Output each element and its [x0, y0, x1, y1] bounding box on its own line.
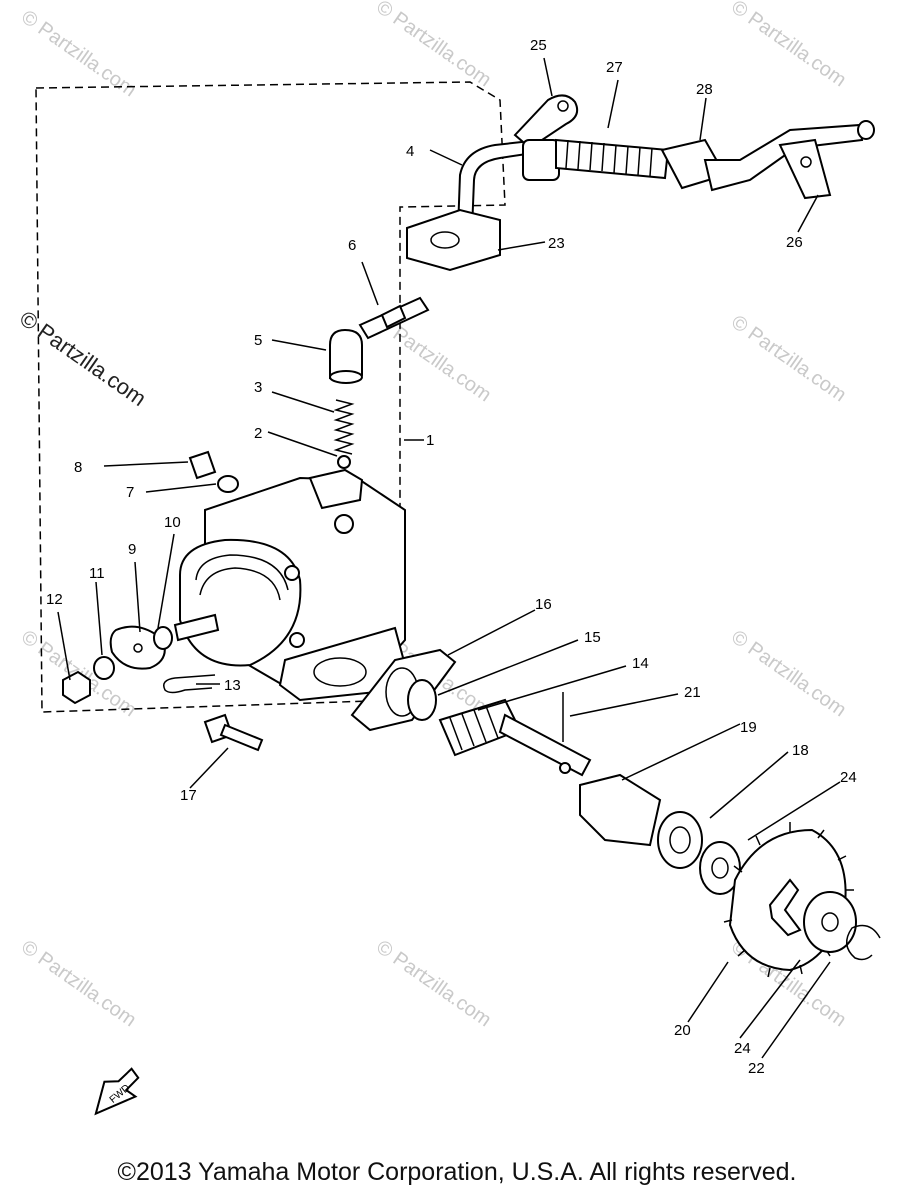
watermark: © Partzilla.com: [727, 626, 850, 721]
callout-19: 19: [740, 719, 757, 736]
watermark: © Partzilla.com: [727, 311, 850, 406]
callout-21: 21: [684, 684, 701, 701]
check-ball: [337, 455, 351, 469]
pipe-bracket: [406, 208, 501, 272]
pump-shaft: [109, 613, 220, 670]
callout-15: 15: [584, 629, 601, 646]
banjo-fitting: [329, 328, 363, 384]
callout-3: 3: [254, 379, 262, 396]
callout-17: 17: [180, 787, 197, 804]
callout-8: 8: [74, 459, 82, 476]
oil-pump-body: [179, 468, 407, 702]
assembly-boundary: [35, 81, 506, 713]
watermark: © Partzilla.com: [727, 0, 850, 91]
copyright-footer: ©2013 Yamaha Motor Corporation, U.S.A. A…: [117, 1158, 797, 1186]
watermark: © Partzilla.com: [372, 936, 495, 1031]
callout-7: 7: [126, 484, 134, 501]
callout-23: 23: [548, 235, 565, 252]
callout-10: 10: [164, 514, 181, 531]
collar: [579, 773, 662, 847]
callout-24b: 24: [734, 1040, 751, 1057]
hose-and-bracket: [660, 120, 875, 200]
watermark-dark: © Partzilla.com: [15, 306, 151, 412]
bearing: [657, 811, 703, 869]
callout-18: 18: [792, 742, 809, 759]
thrust-washer: [699, 841, 741, 895]
callout-27: 27: [606, 59, 623, 76]
callout-6: 6: [348, 237, 356, 254]
bleed-bolt: [188, 450, 239, 493]
callout-2: 2: [254, 425, 262, 442]
callout-9: 9: [128, 541, 136, 558]
check-spring: [333, 399, 355, 455]
pin: [559, 692, 571, 774]
spring-hose: [555, 138, 670, 180]
callout-20: 20: [674, 1022, 691, 1039]
callout-22: 22: [748, 1060, 765, 1077]
callout-14: 14: [632, 655, 649, 672]
callout-11: 11: [89, 565, 105, 582]
watermark: © Partzilla.com: [372, 0, 495, 91]
circlip: [846, 924, 881, 961]
pump-cable: [163, 674, 216, 694]
callout-16: 16: [535, 596, 552, 613]
watermark: © Partzilla.com: [17, 936, 140, 1031]
outer-washer: [803, 891, 857, 953]
callout-5: 5: [254, 332, 262, 349]
callout-28: 28: [696, 81, 713, 98]
worm-shaft: [438, 698, 592, 777]
callout-24: 24: [840, 769, 857, 786]
union-bolt: [358, 296, 430, 340]
callout-26: 26: [786, 234, 803, 251]
callout-13: 13: [224, 677, 241, 694]
callout-25: 25: [530, 37, 547, 54]
fwd-arrow-icon: FWD: [94, 1067, 140, 1116]
oil-seal: [407, 679, 437, 721]
callout-labels: 1 2 3 4 5 6 7 8 9 10 11 12 13 14 15 16 1…: [46, 37, 857, 1077]
callout-12: 12: [46, 591, 63, 608]
callout-1: 1: [426, 432, 434, 449]
leader-lines: [57, 57, 841, 1059]
mounting-screw: [203, 713, 264, 752]
callout-4: 4: [406, 143, 414, 160]
